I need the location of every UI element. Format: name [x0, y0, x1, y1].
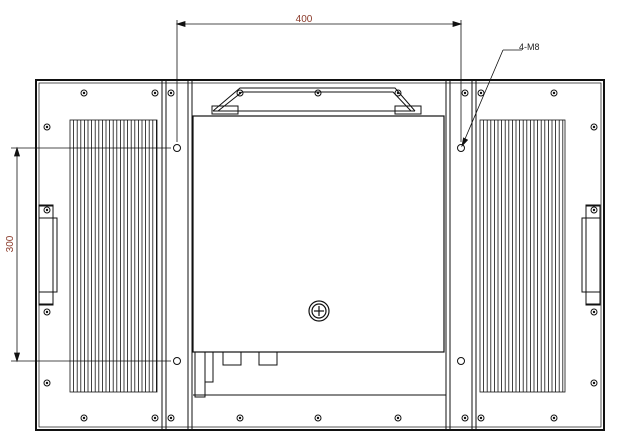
screw-icon [477, 89, 485, 97]
inner-frame [38, 82, 602, 428]
screw-icon [236, 414, 244, 422]
vertical-dimension [11, 146, 171, 363]
screw-icon [590, 379, 598, 387]
left-heatsink [69, 119, 158, 393]
vertical-dimension-label: 300 [5, 235, 16, 252]
mounting-hole [173, 144, 181, 152]
screw-icon [151, 414, 159, 422]
screws [43, 89, 598, 422]
horizontal-dimension-label: 400 [296, 14, 313, 25]
screw-icon [236, 89, 244, 97]
screw-icon [43, 379, 51, 387]
screw-icon [314, 414, 322, 422]
screw-icon [590, 123, 598, 131]
screw-icon [151, 89, 159, 97]
screw-icon [80, 89, 88, 97]
screw-icon [550, 89, 558, 97]
mounting-hole [457, 144, 465, 152]
outer-frame [35, 79, 605, 431]
screw-icon [461, 414, 469, 422]
screw-icon [590, 308, 598, 316]
screw-icon [550, 414, 558, 422]
screw-icon [80, 414, 88, 422]
power-socket-icon [308, 300, 330, 322]
mounting-hole [173, 357, 181, 365]
screw-icon [590, 206, 598, 214]
screw-icon [477, 414, 485, 422]
top-handle [211, 87, 422, 115]
screw-icon [43, 206, 51, 214]
hole-callout-label: 4-M8 [519, 42, 540, 52]
screw-icon [167, 414, 175, 422]
bottom-connectors [193, 351, 446, 398]
screw-icon [43, 123, 51, 131]
screw-icon [314, 89, 322, 97]
right-heatsink [479, 119, 566, 393]
central-enclosure [192, 115, 445, 353]
horizontal-dimension [175, 20, 463, 142]
screw-icon [461, 89, 469, 97]
mounting-hole [457, 357, 465, 365]
screw-icon [167, 89, 175, 97]
left-side-handle [38, 204, 58, 306]
screw-icon [43, 308, 51, 316]
right-side-handle [581, 204, 601, 306]
hole-callout-leader [461, 49, 522, 148]
mounting-holes [173, 144, 465, 365]
screw-icon [394, 89, 402, 97]
screw-icon [394, 414, 402, 422]
